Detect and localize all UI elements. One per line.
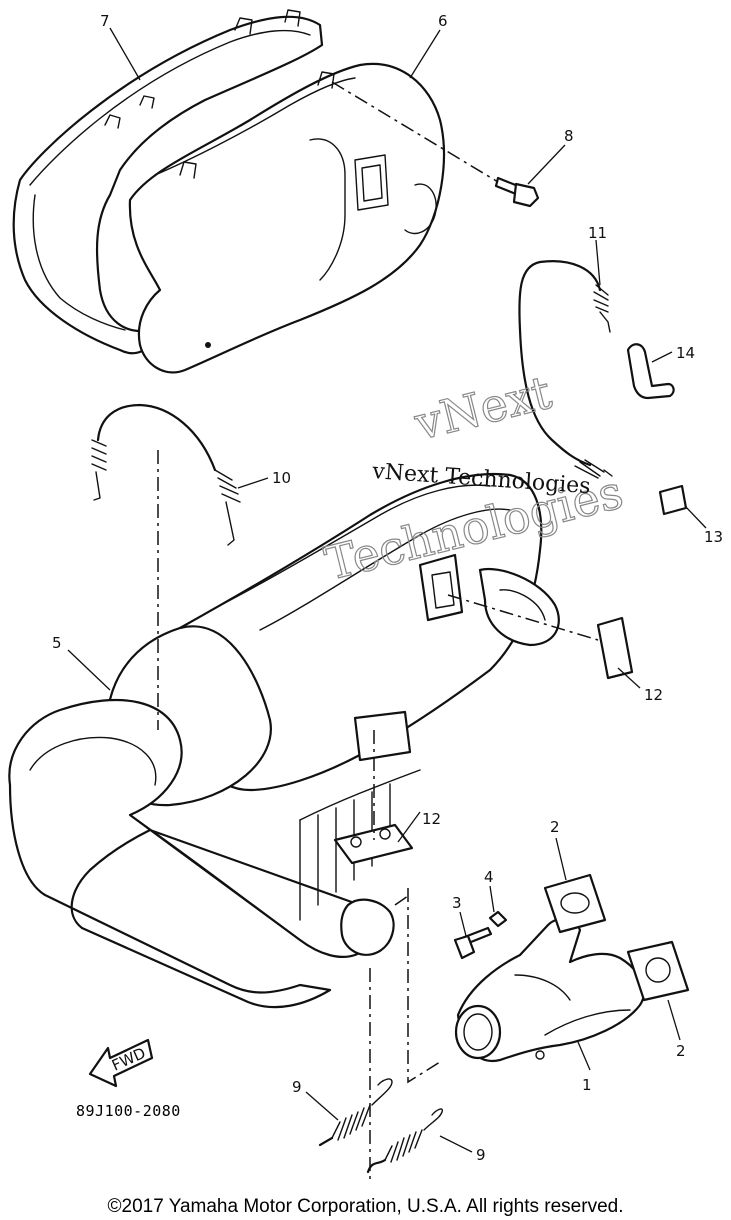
callout-12: 12 xyxy=(644,686,663,704)
callout-10: 10 xyxy=(272,469,291,487)
part-13-bracket xyxy=(658,484,688,516)
part-6-muffler-protector xyxy=(128,62,446,374)
leader-lines xyxy=(67,27,707,1153)
part-1-exhaust-joint xyxy=(454,917,646,1063)
part-3-bolt xyxy=(453,926,493,960)
callout-5: 5 xyxy=(52,634,62,652)
part-9-spring-lower xyxy=(366,1108,443,1174)
part-11-spring-long xyxy=(518,260,613,479)
part-12-gasket-upper xyxy=(596,616,634,680)
part-7-muffler-cover xyxy=(12,9,324,355)
callout-9: 9 xyxy=(292,1078,302,1096)
callout-numbers: 1 2 2 3 4 5 6 7 8 9 9 10 11 12 12 13 14 xyxy=(52,12,723,1164)
callout-3: 3 xyxy=(452,894,462,912)
part-4-washer xyxy=(488,910,508,928)
diagram-drawing: FWD 1 2 2 3 4 5 6 7 8 9 9 10 11 12 xyxy=(8,9,723,1180)
part-2-gasket-upper xyxy=(543,873,607,934)
part-5-muffler-assembly xyxy=(8,472,560,1009)
watermark-vnext: vNext xyxy=(409,365,557,451)
part-2-gasket-lower xyxy=(626,940,690,1002)
copyright-notice: ©2017 Yamaha Motor Corporation, U.S.A. A… xyxy=(107,1196,624,1217)
part-14-clip xyxy=(626,343,675,400)
callout-11: 11 xyxy=(588,224,607,242)
callout-4: 4 xyxy=(484,868,494,886)
part-10-spring-short xyxy=(91,403,241,546)
callout-6: 6 xyxy=(438,12,448,30)
alignment-lines xyxy=(157,81,599,1180)
callout-7: 7 xyxy=(100,12,110,30)
fwd-arrow-icon: FWD xyxy=(88,1038,154,1088)
diagram-part-code: 89J100-2080 xyxy=(76,1102,181,1120)
callout-2: 2 xyxy=(550,818,560,836)
callout-14: 14 xyxy=(676,344,695,362)
callout-12: 12 xyxy=(422,810,441,828)
part-12-gasket-lower xyxy=(333,823,414,865)
callout-2: 2 xyxy=(676,1042,686,1060)
part-9-spring-upper xyxy=(318,1078,393,1147)
part-8-bolt xyxy=(494,176,540,208)
callout-1: 1 xyxy=(582,1076,592,1094)
callout-9: 9 xyxy=(476,1146,486,1164)
callout-8: 8 xyxy=(564,127,574,145)
callout-13: 13 xyxy=(704,528,723,546)
